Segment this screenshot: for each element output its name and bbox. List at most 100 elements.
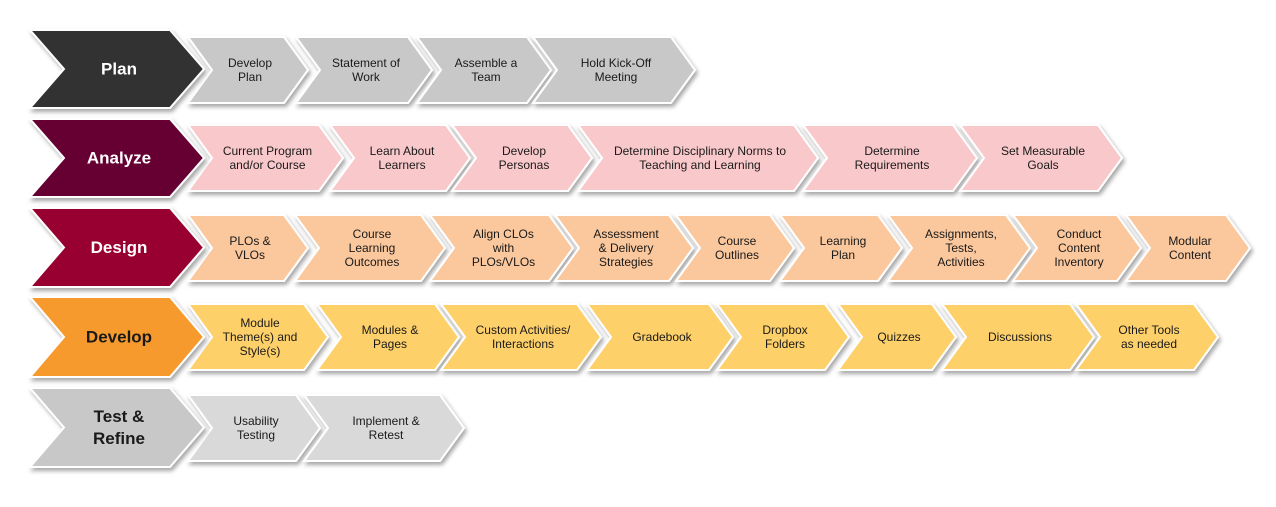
phase-label-line-1: Analyze (87, 149, 151, 168)
step-shape (576, 124, 820, 192)
step-label-line-2: Folders (765, 337, 805, 351)
step-shape (958, 124, 1124, 192)
step-label-line-2: Testing (237, 428, 275, 442)
phase-label-line-1: Plan (101, 60, 137, 79)
step-label-line-2: Outlines (715, 248, 759, 262)
step-label-line-2: Plan (238, 70, 262, 84)
step-label-line-1: Modules & (362, 323, 419, 337)
step-label-line-2: Content (1169, 248, 1212, 262)
step-label-line-1: Set Measurable (1001, 144, 1085, 158)
step-shape (450, 124, 594, 192)
step-shape (531, 36, 697, 104)
step-label-line-1: Develop (502, 144, 546, 158)
step-label-line-3: Outcomes (345, 255, 400, 269)
step-label-line-1: Learn About (370, 144, 435, 158)
step-chevron-develop-7: Discussions (940, 303, 1096, 371)
step-chevron-analyze-4: Determine Disciplinary Norms toTeaching … (576, 124, 820, 192)
step-shape (328, 124, 472, 192)
step-label-line-1: Course (353, 227, 392, 241)
step-label-line-1: Custom Activities/ (476, 323, 571, 337)
step-label-line-1: Quizzes (877, 330, 920, 344)
step-label-line-2: and/or Course (229, 158, 305, 172)
step-label-line-2: VLOs (235, 248, 265, 262)
step-shape (186, 303, 330, 371)
phase-shape (27, 296, 206, 378)
step-label-line-2: Learning (349, 241, 396, 255)
step-label-line-2: & Delivery (599, 241, 654, 255)
step-chevron-develop-3: Custom Activities/Interactions (439, 303, 603, 371)
step-label-line-2: Retest (369, 428, 404, 442)
step-shape (1124, 214, 1252, 282)
step-shape (940, 303, 1096, 371)
phase-chevron-develop: Develop (27, 296, 206, 378)
step-label-line-1: Assignments, (925, 227, 997, 241)
step-label-line-2: Personas (499, 158, 550, 172)
step-label-line-2: Tests, (945, 241, 976, 255)
step-shape (1074, 303, 1220, 371)
step-label-line-3: Strategies (599, 255, 653, 269)
step-label-line-2: Team (471, 70, 500, 84)
phase-label-line-1: Develop (86, 328, 152, 347)
step-shape (186, 124, 345, 192)
step-chevron-design-1: PLOs &VLOs (186, 214, 310, 282)
step-label-line-2: Teaching and Learning (639, 158, 760, 172)
step-label-line-2: Pages (373, 337, 407, 351)
step-label-line-1: Develop (228, 56, 272, 70)
step-label-line-2: Plan (831, 248, 855, 262)
step-label-line-1: Determine Disciplinary Norms to (614, 144, 786, 158)
step-label-line-1: Usability (233, 414, 278, 428)
step-shape (886, 214, 1032, 282)
step-shape (778, 214, 904, 282)
step-label-line-1: Implement & (352, 414, 419, 428)
step-label-line-1: Assessment (593, 227, 659, 241)
step-label-line-1: Module (240, 316, 280, 330)
phase-shape (27, 29, 206, 109)
step-shape (674, 214, 796, 282)
step-chevron-develop-4: Gradebook (585, 303, 735, 371)
step-label-line-2: as needed (1121, 337, 1177, 351)
step-shape (428, 214, 575, 282)
step-label-line-2: Interactions (492, 337, 554, 351)
step-shape (1011, 214, 1143, 282)
step-shape (315, 303, 461, 371)
step-label-line-1: Other Tools (1118, 323, 1179, 337)
step-label-line-3: Inventory (1054, 255, 1103, 269)
step-chevron-develop-2: Modules &Pages (315, 303, 461, 371)
step-shape (415, 36, 553, 104)
phase-chevron-test: Test &Refine (27, 387, 206, 468)
step-label-line-3: Activities (937, 255, 984, 269)
step-label-line-3: PLOs/VLOs (472, 255, 535, 269)
step-label-line-2: Learners (378, 158, 425, 172)
phase-shape (27, 207, 206, 288)
step-chevron-test-2: Implement &Retest (302, 394, 466, 462)
step-label-line-1: Hold Kick-Off (581, 56, 652, 70)
step-label-line-2: with (492, 241, 514, 255)
step-shape (293, 214, 447, 282)
step-shape (585, 303, 735, 371)
step-label-line-1: Course (718, 234, 757, 248)
step-label-line-2: Meeting (595, 70, 638, 84)
step-label-line-1: Modular (1168, 234, 1211, 248)
step-label-line-3: Style(s) (240, 344, 281, 358)
step-label-line-1: Conduct (1057, 227, 1102, 241)
step-label-line-2: Requirements (855, 158, 930, 172)
phase-label-line-2: Refine (93, 429, 145, 448)
